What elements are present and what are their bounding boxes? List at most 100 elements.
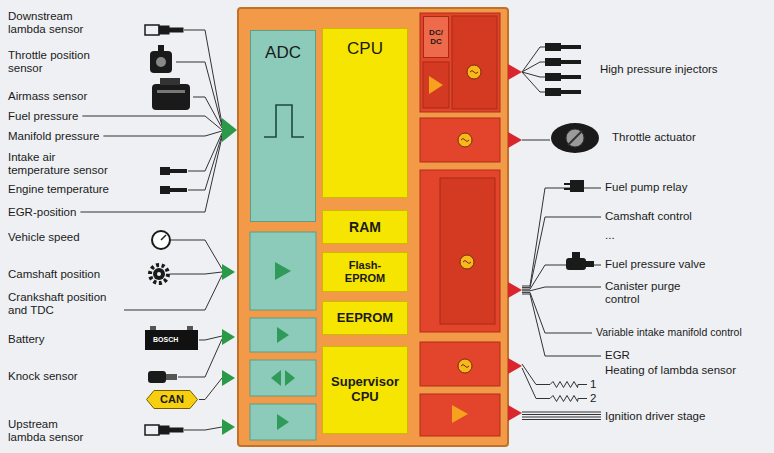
block-title: Flash-EPROM — [343, 259, 387, 284]
block-title: CAN — [160, 393, 184, 406]
sensor-label: Battery — [8, 333, 44, 346]
output-wire — [522, 217, 601, 288]
injector-icon — [545, 88, 561, 96]
speedometer-icon — [152, 231, 170, 249]
camshaft-gear-icon — [157, 272, 161, 276]
output-block — [420, 118, 500, 162]
sensor-label: Manifold pressure — [8, 130, 99, 143]
output-arrow — [508, 132, 522, 148]
input-block — [250, 404, 316, 440]
lambda-sensor-icon — [145, 425, 159, 435]
pulse-symbol — [264, 105, 304, 137]
bus-block — [250, 360, 316, 396]
pin-number: 1 — [590, 378, 596, 391]
sensor-label: EGR-position — [8, 206, 76, 219]
actuator-label: Fuel pressure valve — [605, 258, 705, 271]
throttle-actuator-icon — [551, 123, 599, 153]
sensor-label: Vehicle speed — [8, 231, 80, 244]
output-block — [420, 170, 500, 332]
output-stage — [440, 178, 495, 324]
output-wire — [522, 287, 601, 291]
actuator-label: Variable intake manifold control — [596, 326, 742, 339]
ignition-wire — [522, 417, 601, 418]
lambda-sensor-icon — [145, 25, 159, 35]
bus-arrow — [271, 370, 281, 386]
throttle-actuator-icon — [568, 131, 582, 145]
input-arrow — [277, 414, 289, 430]
heater-resistor — [522, 364, 587, 388]
lambda-sensor-icon — [145, 25, 183, 35]
signal-wire — [184, 30, 222, 124]
airmass-sensor-icon — [160, 78, 180, 85]
valve-icon — [586, 261, 594, 267]
switch-symbol — [461, 139, 469, 142]
output-block — [420, 13, 500, 112]
speedometer-icon — [161, 235, 166, 240]
input-block — [250, 232, 316, 310]
memory-block: RAM — [322, 210, 408, 244]
injector-icon — [561, 45, 581, 49]
switch-symbol — [463, 261, 471, 264]
lambda-sensor-icon — [159, 426, 169, 434]
switch-symbol — [461, 365, 469, 368]
sensor-label: Crankshaft position and TDC — [8, 291, 120, 317]
bus-wire — [199, 378, 222, 400]
input-arrow — [222, 264, 235, 280]
speedometer-icon — [152, 231, 170, 249]
temperature-sensor-icon — [170, 169, 187, 173]
relay-icon — [564, 180, 584, 192]
converter-block: DC/DC — [423, 16, 449, 58]
input-arrow — [222, 419, 235, 435]
ignition-wire — [522, 412, 601, 413]
switch-symbol — [467, 65, 481, 79]
output-stage — [423, 62, 449, 108]
pin-number: 2 — [590, 392, 596, 405]
sensor-label: Downstream lambda sensor — [8, 10, 93, 36]
injector-wire — [522, 47, 545, 72]
heater-resistor — [522, 368, 587, 402]
switch-symbol — [460, 255, 474, 269]
switch-symbol — [460, 255, 474, 269]
driver-triangle — [429, 76, 443, 94]
lambda-sensor-icon — [169, 428, 183, 432]
switch-symbol — [470, 71, 478, 74]
memory-block: EEPROM — [322, 301, 408, 335]
switch-symbol — [467, 65, 481, 79]
sensor-label: Fuel pressure — [8, 110, 78, 123]
signal-wire — [193, 97, 222, 128]
throttle-actuator-icon — [566, 129, 584, 147]
output-wire — [522, 265, 601, 289]
output-arrow — [508, 405, 522, 421]
switch-symbol — [458, 359, 472, 373]
sensor-label: Intake air temperature sensor — [8, 151, 120, 177]
input-block — [250, 318, 316, 352]
actuator-label: Fuel pump relay — [605, 181, 687, 194]
valve-icon — [566, 258, 586, 270]
injector-icon — [561, 90, 581, 94]
injector-icon — [561, 60, 581, 64]
camshaft-gear-icon — [150, 265, 168, 283]
injector-wire — [522, 72, 545, 92]
actuator-label: EGR — [605, 349, 630, 362]
battery-icon — [150, 326, 156, 330]
switch-symbol — [458, 133, 472, 147]
temperature-sensor-icon — [160, 167, 187, 194]
input-arrow — [275, 262, 291, 280]
sensor-label: Engine temperature — [8, 183, 109, 196]
driver-triangle — [452, 405, 468, 423]
block-title: EEPROM — [337, 311, 393, 326]
output-arrow — [508, 282, 522, 298]
signal-wire — [188, 135, 222, 190]
lambda-sensor-icon — [159, 26, 169, 34]
battery-icon — [187, 326, 193, 330]
relay-icon — [564, 183, 570, 185]
ignition-wire — [522, 419, 601, 420]
output-arrow — [508, 358, 522, 374]
signal-wire — [103, 131, 222, 136]
injector-icon — [561, 75, 581, 79]
knock-sensor-icon — [148, 371, 177, 383]
actuator-label: Throttle actuator — [612, 131, 696, 144]
output-arrow — [508, 64, 522, 80]
relay-icon — [564, 188, 570, 190]
switch-symbol — [458, 133, 472, 147]
